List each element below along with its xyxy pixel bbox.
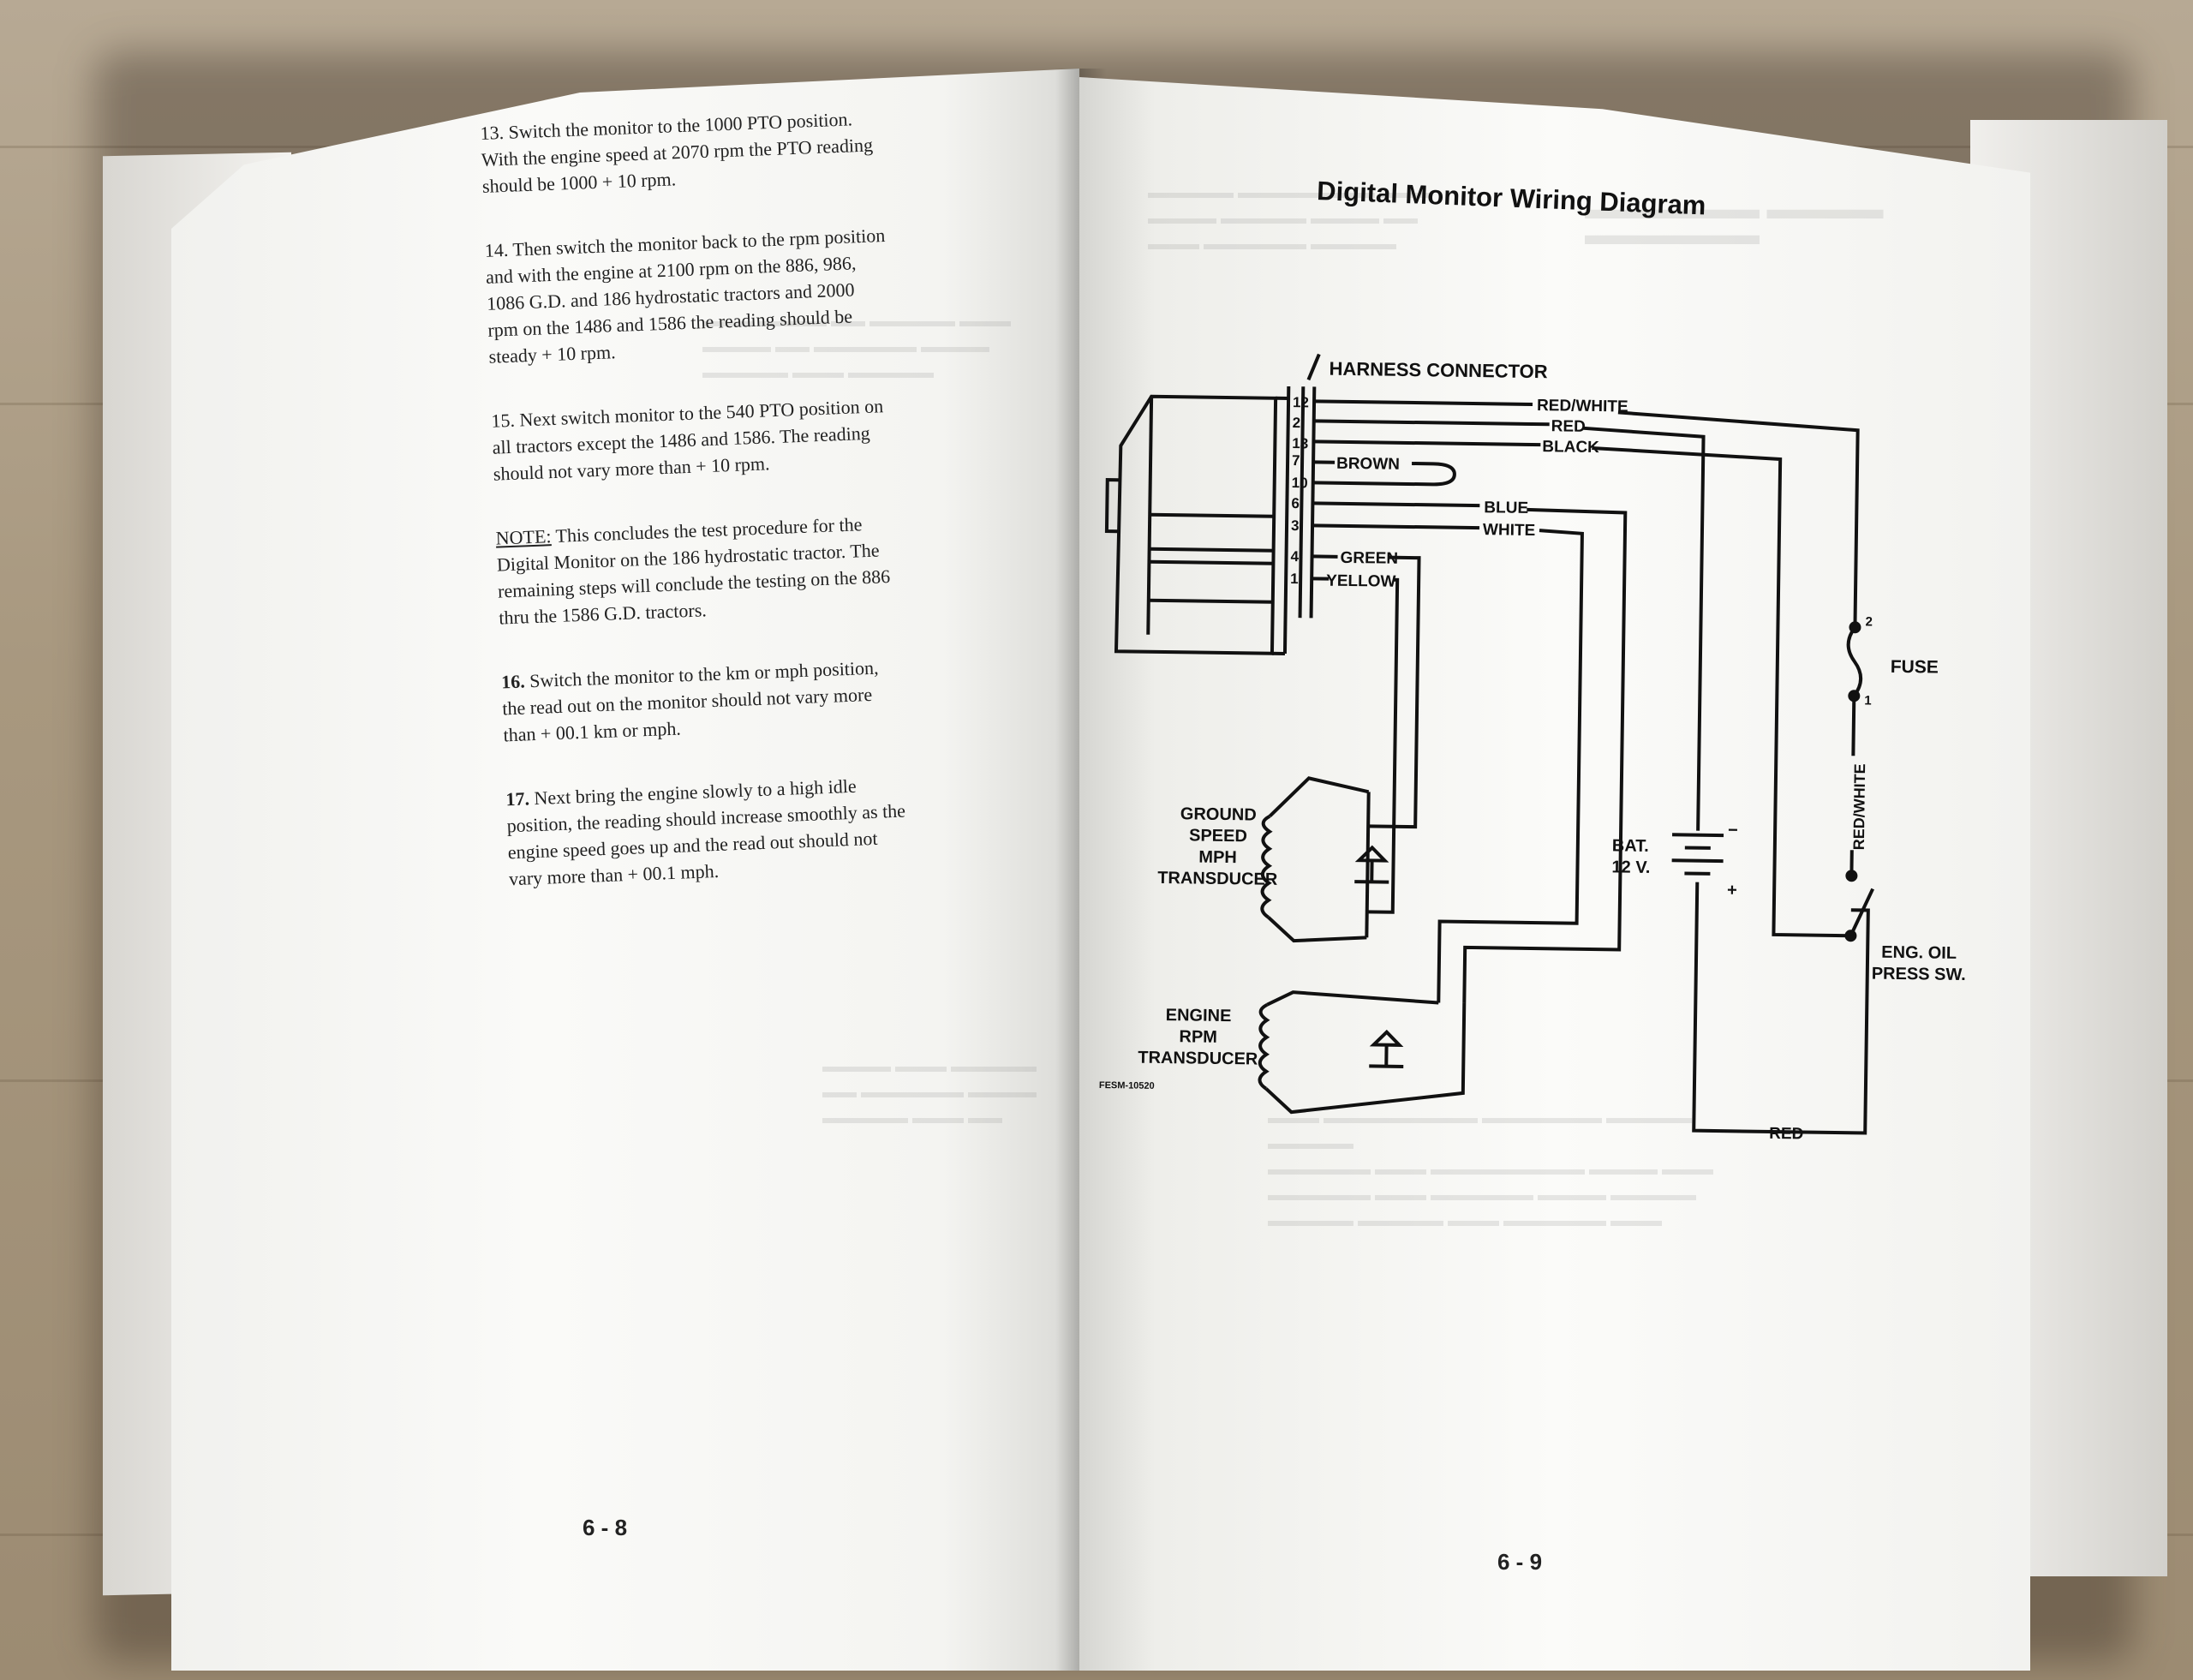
wire-label-green: GREEN	[1340, 549, 1398, 568]
wire-label-brown: BROWN	[1336, 455, 1400, 474]
bleed-through-text: ▬▬▬▬ ▬▬▬ ▬▬▬▬▬▬▬ ▬▬▬▬▬▬ ▬▬▬▬▬▬▬▬▬ ▬▬▬ ▬▬	[822, 1057, 1037, 1127]
wire-label-yellow: YELLOW	[1326, 572, 1396, 591]
wire-white	[1312, 523, 1584, 1003]
wire-red-white	[1314, 399, 1860, 628]
step-17-text: Next bring the engine slowly to a high i…	[506, 774, 906, 890]
wire-label-red: RED	[1551, 417, 1586, 436]
ground-speed-label: SPEED	[1189, 826, 1247, 846]
connector-rib	[1149, 559, 1274, 565]
pin-label: 12	[1293, 394, 1309, 410]
wire-black	[1313, 439, 1851, 938]
engine-rpm-label: ENGINE	[1166, 1006, 1232, 1025]
pin-label: 4	[1290, 548, 1299, 565]
wire-label-red-white: RED/WHITE	[1537, 397, 1628, 416]
right-page: ▬▬▬▬▬ ▬▬▬▬▬▬▬▬ ▬▬▬▬▬▬▬ ▬▬▬▬▬ ▬▬▬▬ ▬▬▬▬▬ …	[1079, 77, 2030, 1671]
note-label: NOTE:	[495, 525, 552, 549]
fuse-pin-label: 2	[1865, 614, 1873, 629]
fuse-label: FUSE	[1891, 657, 1939, 678]
ground-speed-label: GROUND	[1180, 804, 1257, 824]
wire-brown	[1312, 460, 1456, 487]
oil-switch-label: PRESS SW.	[1872, 965, 1966, 985]
wire-yellow	[1312, 577, 1400, 914]
page-number-right: 6 - 9	[1497, 1549, 1543, 1575]
pin-label: 6	[1291, 495, 1300, 511]
step-15: 15. Next switch monitor to the 540 PTO p…	[491, 395, 884, 485]
wire-label-blue: BLUE	[1484, 499, 1528, 517]
ground-speed-label: MPH	[1198, 848, 1237, 868]
wire-green	[1312, 554, 1421, 829]
page-number-left: 6 - 8	[583, 1515, 628, 1540]
bleed-through-heading: ▬▬▬▬▬▬ ▬▬▬▬ ▬▬▬▬▬▬	[1585, 194, 1884, 251]
pin-label: 2	[1293, 415, 1301, 431]
pin-label: 7	[1292, 452, 1300, 469]
pin-label: 13	[1292, 435, 1308, 451]
battery-plus: +	[1727, 881, 1737, 900]
pin-label: 1	[1290, 571, 1299, 587]
fuse-pin-label: 1	[1864, 693, 1872, 708]
engine-rpm-label: RPM	[1179, 1027, 1217, 1047]
engine-rpm-label: TRANSDUCER	[1138, 1049, 1258, 1069]
battery-symbol	[1671, 830, 1724, 882]
battery-voltage-label: 12 V.	[1611, 858, 1650, 877]
harness-leader	[1306, 353, 1321, 381]
step-17: 17. Next bring the engine slowly to a hi…	[505, 770, 911, 892]
wire-label-red-bottom: RED	[1769, 1125, 1803, 1144]
connector-rib	[1149, 547, 1274, 553]
note-text: This concludes the test procedure for th…	[496, 513, 891, 629]
step-16: 16. Switch the monitor to the km or mph …	[501, 653, 906, 748]
wire-blue	[1312, 501, 1628, 1003]
harness-connector-label: HARNESS CONNECTOR	[1329, 358, 1547, 383]
bleed-through-text: ▬▬▬▬▬ ▬▬▬▬▬▬▬▬ ▬▬▬▬▬▬▬ ▬▬▬▬▬ ▬▬▬▬ ▬▬▬▬▬ …	[1148, 183, 1431, 254]
connector-pin-strip	[1298, 386, 1306, 619]
engine-rpm-transducer	[1258, 990, 1467, 1115]
pin-label: 10	[1292, 475, 1308, 491]
wire-red	[1313, 419, 1870, 1135]
oil-switch-label: ENG. OIL	[1881, 943, 1957, 963]
connector-pin-strip	[1282, 386, 1291, 654]
oil-pressure-switch	[1844, 870, 1874, 942]
step-13: 13. Switch the monitor to the 1000 PTO p…	[480, 108, 874, 197]
left-page: ▬▬▬ ▬▬▬▬ ▬▬ ▬▬▬▬▬ ▬▬▬▬▬▬▬ ▬▬ ▬▬▬▬▬▬ ▬▬▬▬…	[171, 69, 1079, 1671]
note-paragraph: NOTE: This concludes the test procedure …	[495, 510, 901, 631]
step-14: 14. Then switch the monitor back to the …	[484, 224, 886, 368]
wire-label-red-white-vertical: RED/WHITE	[1850, 763, 1868, 850]
battery-minus: −	[1728, 821, 1738, 840]
connector-pin-strip	[1309, 386, 1317, 619]
wire-label-white: WHITE	[1483, 521, 1536, 540]
wire-label-black: BLACK	[1542, 438, 1599, 457]
step-16-number: 16.	[500, 670, 526, 693]
instruction-text-column: 13. Switch the monitor to the 1000 PTO p…	[480, 105, 913, 930]
step-16-text: Switch the monitor to the km or mph posi…	[501, 656, 879, 746]
connector-tab	[1104, 478, 1119, 534]
step-17-number: 17.	[505, 787, 530, 810]
battery-label: BAT.	[1612, 836, 1649, 856]
bleed-through-text: ▬▬▬ ▬▬▬▬▬▬▬▬▬ ▬▬▬▬▬▬▬ ▬▬▬▬▬ ▬▬▬▬▬▬▬▬▬▬▬ …	[1268, 1109, 1713, 1230]
connector-body	[1114, 394, 1278, 655]
connector-inner	[1146, 396, 1154, 635]
figure-code: FESM-10520	[1099, 1080, 1155, 1091]
wiring-diagram: HARNESS CONNECTOR 12 2 13 7 10 6 3 4 1 R…	[1099, 353, 1966, 1144]
connector-rib	[1150, 512, 1275, 518]
ground-speed-transducer	[1260, 776, 1389, 943]
ground-speed-label: TRANSDUCER	[1157, 869, 1278, 889]
connector-rib	[1148, 598, 1273, 604]
fuse-symbol	[1846, 621, 1863, 702]
pin-label: 3	[1291, 517, 1300, 534]
bleed-through-text: ▬▬▬ ▬▬▬▬ ▬▬ ▬▬▬▬▬ ▬▬▬▬▬▬▬ ▬▬ ▬▬▬▬▬▬ ▬▬▬▬…	[702, 312, 1011, 382]
